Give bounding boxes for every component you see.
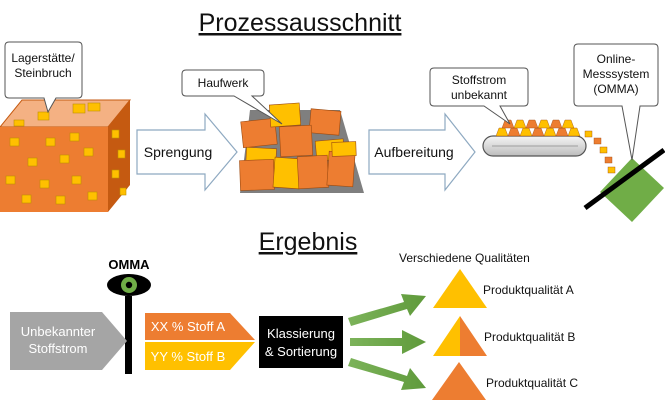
section-title-process: Prozessausschnitt [199, 9, 402, 37]
product-c-triangle [432, 362, 486, 400]
unknown-stream-line1: Unbekannter [21, 324, 96, 339]
omma-eye-label: OMMA [108, 257, 150, 272]
callout-deposit: Lagerstätte/ Steinbruch [4, 41, 83, 114]
omma-eye-icon [107, 274, 151, 374]
callout-omma-line2: Messsystem [583, 67, 650, 81]
stoff-b-label: YY % Stoff B [151, 349, 226, 364]
haufwerk-pile [239, 102, 364, 193]
callout-stoffstrom-line1: Stoffstrom [452, 73, 506, 87]
callout-deposit-line1: Lagerstätte/ [11, 51, 75, 65]
callout-haufwerk: Haufwerk [181, 69, 283, 125]
unknown-stream-arrow: Unbekannter Stoffstrom [10, 312, 127, 370]
sorting-line1: Klassierung [267, 326, 335, 341]
sorting-box: Klassierung & Sortierung [259, 316, 343, 368]
callout-omma-line1: Online- [597, 52, 636, 66]
product-b-label: Produktqualität B [484, 330, 575, 344]
callout-omma: Online- Messsystem (OMMA) [573, 43, 659, 161]
product-a-triangle [433, 269, 487, 308]
composition-arrow: XX % Stoff A YY % Stoff B [145, 313, 255, 370]
conveyor-belt [482, 119, 616, 174]
callout-omma-line3: (OMMA) [593, 82, 638, 96]
product-a-label: Produktqualität A [483, 283, 574, 297]
arrow-aufbereitung-label: Aufbereitung [374, 144, 453, 160]
sorting-line2: & Sortierung [265, 344, 337, 359]
omma-sensor [583, 147, 665, 222]
callout-deposit-line2: Steinbruch [14, 66, 71, 80]
product-arrows [348, 294, 426, 390]
qualities-heading: Verschiedene Qualitäten [399, 251, 530, 265]
product-c-label: Produktqualität C [486, 376, 578, 390]
arrow-sprengung-label: Sprengung [144, 144, 213, 160]
callout-stoffstrom: Stoffstrom unbekannt [429, 67, 529, 125]
unknown-stream-line2: Stoffstrom [28, 341, 87, 356]
product-b-triangle [433, 316, 487, 356]
deposit-cube [0, 99, 132, 212]
section-title-result: Ergebnis [259, 228, 358, 256]
callout-stoffstrom-line2: unbekannt [451, 88, 508, 102]
stoff-a-label: XX % Stoff A [151, 319, 226, 334]
arrow-sprengung: Sprengung [136, 112, 238, 192]
callout-haufwerk-label: Haufwerk [198, 76, 250, 90]
arrow-aufbereitung: Aufbereitung [368, 112, 476, 192]
